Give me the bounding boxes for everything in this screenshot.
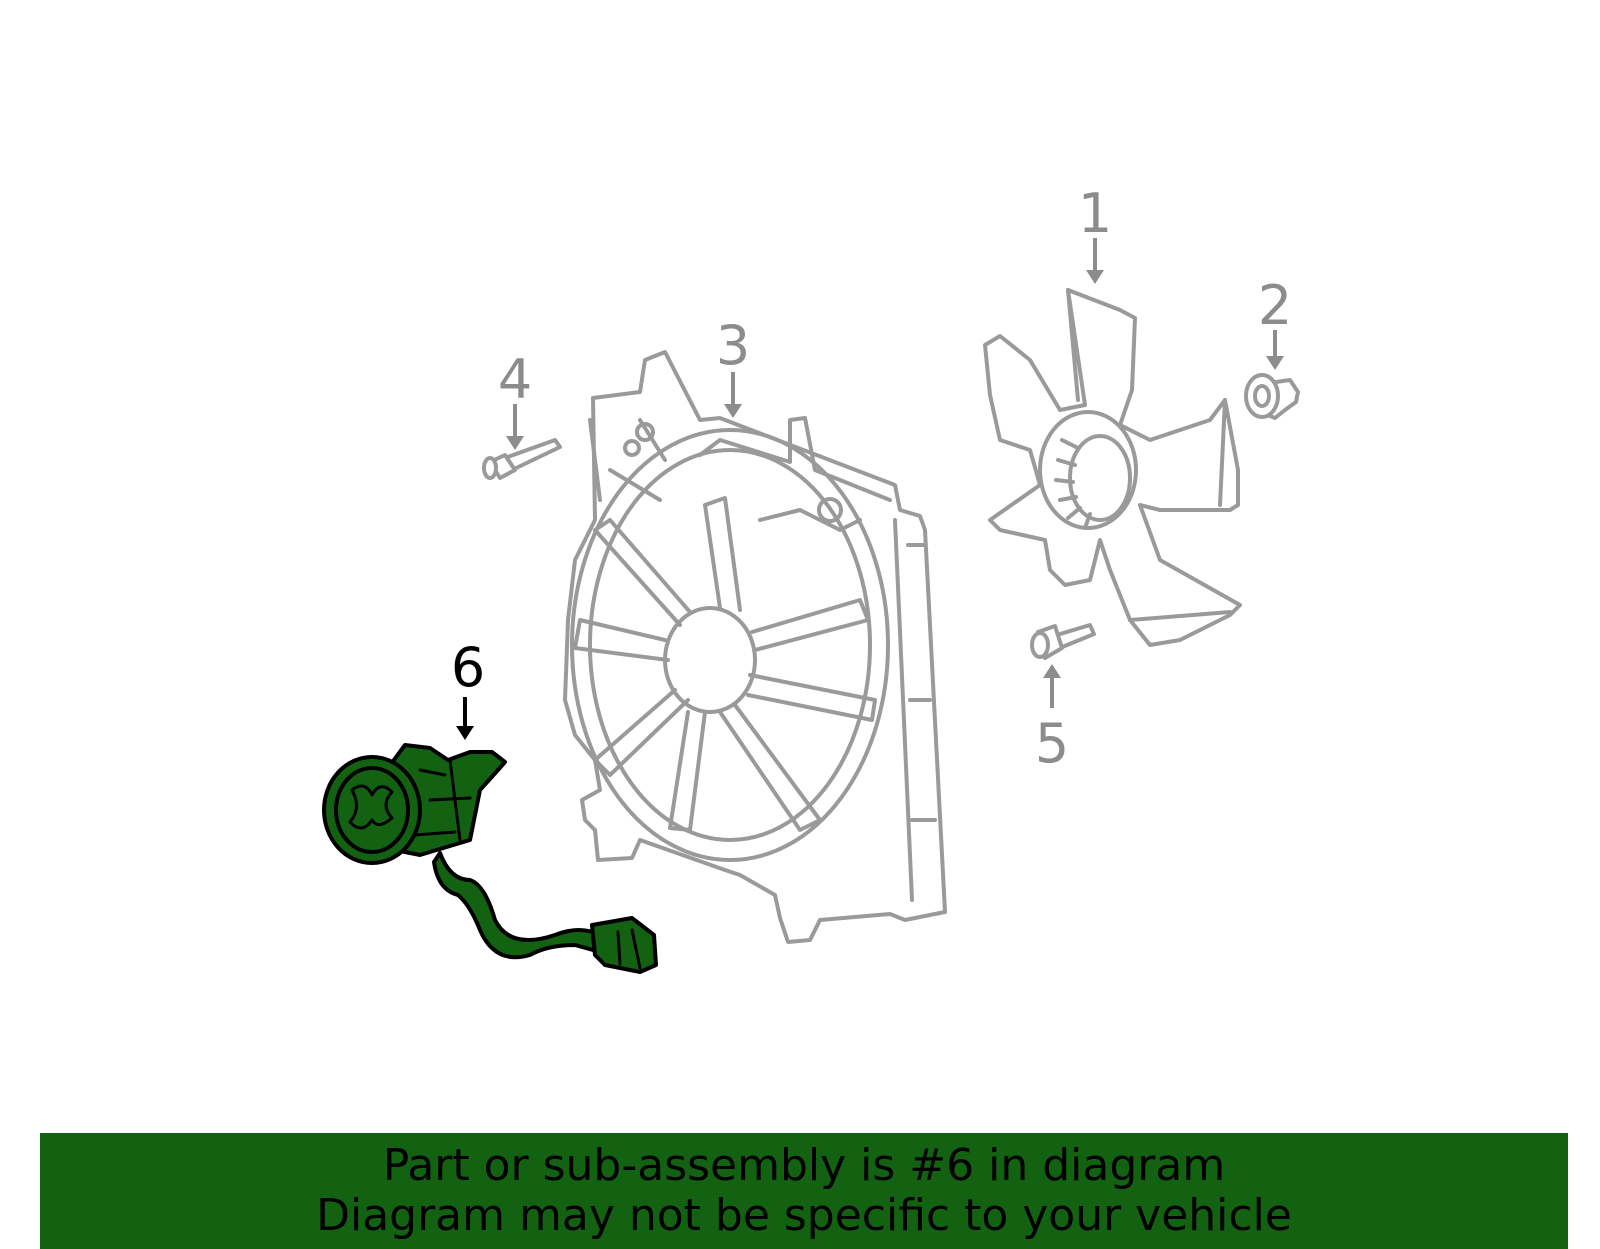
part-5-bolt[interactable] (1030, 623, 1096, 660)
callout-4: 4 (498, 348, 532, 411)
part-3-fan-shroud[interactable] (563, 350, 947, 944)
callout-5: 5 (1035, 712, 1069, 775)
callout-2: 2 (1258, 274, 1292, 337)
callout-6: 6 (451, 636, 485, 699)
callout-1: 1 (1078, 182, 1112, 245)
banner-line-2: Diagram may not be specific to your vehi… (316, 1190, 1292, 1241)
callout-arrows (456, 238, 1284, 740)
banner-line-1: Part or sub-assembly is #6 in diagram (382, 1140, 1226, 1191)
part-4-bolt[interactable] (482, 438, 562, 480)
part-6-fan-motor[interactable] (322, 743, 658, 974)
part-2-nut[interactable] (1244, 373, 1300, 420)
info-banner: Part or sub-assembly is #6 in diagram Di… (40, 1133, 1568, 1249)
part-1-fan-blade[interactable] (983, 288, 1242, 647)
callout-3: 3 (716, 314, 750, 377)
